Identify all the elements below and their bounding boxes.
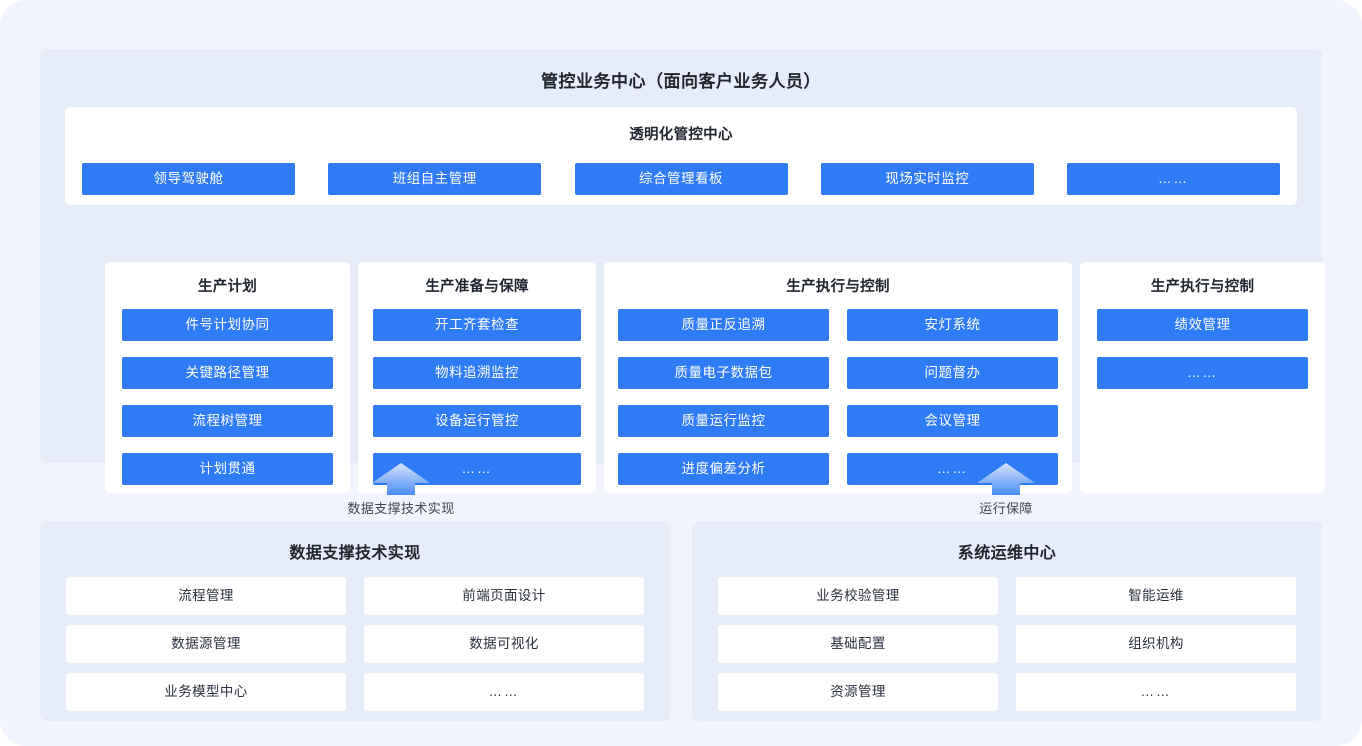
chip-organization-structure[interactable]: 组织机构 [1016, 625, 1296, 663]
chip-critical-path-management[interactable]: 关键路径管理 [122, 357, 333, 389]
arrow-operation-support-label: 运行保障 [979, 501, 1033, 516]
transparent-control-center-title: 透明化管控中心 [629, 127, 733, 143]
data-support-items: 流程管理 前端页面设计 数据源管理 数据可视化 业务模型中心 …… [66, 577, 644, 711]
chip-more-5[interactable]: …… [364, 673, 644, 711]
data-support-panel: 数据支撑技术实现 流程管理 前端页面设计 数据源管理 数据可视化 业务模型中心 … [40, 521, 670, 721]
chip-issue-supervision[interactable]: 问题督办 [847, 357, 1058, 389]
chip-business-verification-management[interactable]: 业务校验管理 [718, 577, 998, 615]
chip-more-4[interactable]: …… [1097, 357, 1308, 389]
chip-intelligent-ops[interactable]: 智能运维 [1016, 577, 1296, 615]
chip-quality-bidirectional-traceability[interactable]: 质量正反追溯 [618, 309, 829, 341]
data-support-panel-title: 数据支撑技术实现 [289, 545, 421, 562]
production-preparation-card: 生产准备与保障 开工齐套检查 物料追溯监控 设备运行管控 …… [358, 262, 596, 493]
performance-card: 生产执行与控制 绩效管理 …… [1080, 262, 1325, 493]
chip-resource-management[interactable]: 资源管理 [718, 673, 998, 711]
chip-meeting-management[interactable]: 会议管理 [847, 405, 1058, 437]
system-ops-panel: 系统运维中心 业务校验管理 智能运维 基础配置 组织机构 资源管理 …… [692, 521, 1322, 721]
production-execution-right-column: 安灯系统 问题督办 会议管理 …… [847, 309, 1058, 485]
chip-quality-electronic-data-package[interactable]: 质量电子数据包 [618, 357, 829, 389]
production-execution-items: 质量正反追溯 质量电子数据包 质量运行监控 进度偏差分析 安灯系统 问题督办 会… [604, 309, 1072, 485]
chip-equipment-operation-control[interactable]: 设备运行管控 [373, 405, 581, 437]
transparent-control-center-items: 领导驾驶舱 班组自主管理 综合管理看板 现场实时监控 …… [82, 163, 1280, 195]
transparent-control-center-card: 透明化管控中心 领导驾驶舱 班组自主管理 综合管理看板 现场实时监控 …… [65, 107, 1297, 205]
chip-leader-cockpit[interactable]: 领导驾驶舱 [82, 163, 295, 195]
chip-progress-deviation-analysis[interactable]: 进度偏差分析 [618, 453, 829, 485]
system-ops-panel-title: 系统运维中心 [957, 545, 1057, 562]
arrow-data-support: 数据支撑技术实现 [321, 462, 481, 517]
production-preparation-items: 开工齐套检查 物料追溯监控 设备运行管控 …… [358, 309, 596, 485]
chip-integrated-dashboard[interactable]: 综合管理看板 [574, 163, 788, 195]
performance-card-items: 绩效管理 …… [1080, 309, 1325, 389]
chip-part-number-plan-collab[interactable]: 件号计划协同 [122, 309, 333, 341]
chip-material-traceability-monitoring[interactable]: 物料追溯监控 [373, 357, 581, 389]
production-execution-title: 生产执行与控制 [786, 279, 890, 295]
top-panel-title: 管控业务中心（面向客户业务人员） [541, 72, 821, 91]
chip-data-source-management[interactable]: 数据源管理 [66, 625, 346, 663]
chip-quality-operation-monitoring[interactable]: 质量运行监控 [618, 405, 829, 437]
chip-more-6[interactable]: …… [1016, 673, 1296, 711]
production-plan-title: 生产计划 [197, 279, 258, 295]
chip-team-self-management[interactable]: 班组自主管理 [328, 163, 542, 195]
business-control-center-panel: 管控业务中心（面向客户业务人员） 透明化管控中心 领导驾驶舱 班组自主管理 综合… [40, 49, 1325, 493]
production-plan-card: 生产计划 件号计划协同 关键路径管理 流程树管理 计划贯通 [105, 262, 350, 493]
chip-plan-integration[interactable]: 计划贯通 [122, 453, 333, 485]
arrow-up-icon [372, 463, 430, 495]
chip-performance-management[interactable]: 绩效管理 [1097, 309, 1308, 341]
arrow-data-support-label: 数据支撑技术实现 [347, 501, 455, 516]
chip-onsite-realtime-monitoring[interactable]: 现场实时监控 [820, 163, 1034, 195]
chip-andon-system[interactable]: 安灯系统 [847, 309, 1058, 341]
chip-frontend-page-design[interactable]: 前端页面设计 [364, 577, 644, 615]
performance-card-title: 生产执行与控制 [1150, 279, 1255, 295]
chip-process-management[interactable]: 流程管理 [66, 577, 346, 615]
chip-process-tree-management[interactable]: 流程树管理 [122, 405, 333, 437]
arrow-operation-support: 运行保障 [926, 462, 1086, 517]
chip-business-model-center[interactable]: 业务模型中心 [66, 673, 346, 711]
arrow-up-icon [977, 463, 1035, 495]
production-plan-items: 件号计划协同 关键路径管理 流程树管理 计划贯通 [105, 309, 350, 485]
chip-startup-kitting-check[interactable]: 开工齐套检查 [373, 309, 581, 341]
production-execution-left-column: 质量正反追溯 质量电子数据包 质量运行监控 进度偏差分析 [618, 309, 829, 485]
production-execution-card: 生产执行与控制 质量正反追溯 质量电子数据包 质量运行监控 进度偏差分析 安灯系… [604, 262, 1072, 493]
system-ops-items: 业务校验管理 智能运维 基础配置 组织机构 资源管理 …… [718, 577, 1296, 711]
chip-basic-configuration[interactable]: 基础配置 [718, 625, 998, 663]
chip-data-visualization[interactable]: 数据可视化 [364, 625, 644, 663]
production-preparation-title: 生产准备与保障 [425, 279, 529, 295]
chip-more-1[interactable]: …… [1067, 163, 1280, 195]
